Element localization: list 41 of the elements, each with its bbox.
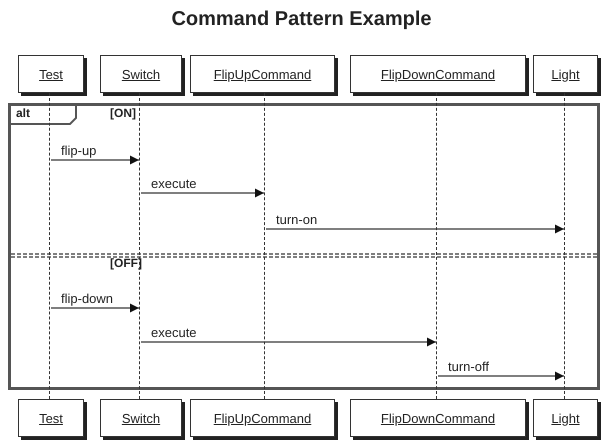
participant-box xyxy=(18,55,84,93)
participant-name: FlipDownCommand xyxy=(380,410,496,426)
participant-box xyxy=(190,399,335,437)
participant-box xyxy=(18,399,84,437)
participant-name: FlipUpCommand xyxy=(214,410,312,426)
guard-label: [ON] xyxy=(110,106,136,120)
participant-name: Test xyxy=(39,66,63,82)
participant-box xyxy=(533,55,598,93)
participant-name: Light xyxy=(551,66,580,82)
guard-label: [OFF] xyxy=(110,256,142,270)
participant-box xyxy=(100,399,182,437)
message-label: flip-down xyxy=(59,292,116,306)
message-label: turn-on xyxy=(274,213,320,227)
message-arrow xyxy=(266,224,564,234)
diagram-title: Command Pattern Example xyxy=(170,8,433,31)
participant-name: FlipUpCommand xyxy=(214,66,312,82)
message-arrow xyxy=(51,304,139,312)
participant-name: Switch xyxy=(122,66,160,82)
message-label: execute xyxy=(149,326,199,340)
participant-name: Test xyxy=(39,410,63,426)
participant-box xyxy=(100,55,182,93)
lifeline xyxy=(49,93,51,399)
message-label: execute xyxy=(149,177,199,191)
participant-box xyxy=(350,399,526,437)
lifeline xyxy=(436,93,438,399)
message-arrow xyxy=(141,338,436,346)
participant-box xyxy=(533,399,598,437)
message-arrow xyxy=(51,156,139,164)
participant-name: Light xyxy=(551,410,580,426)
lifeline xyxy=(139,93,141,399)
participant-name: Switch xyxy=(122,410,160,426)
message-arrow xyxy=(141,188,264,198)
lifeline xyxy=(264,93,266,399)
operator-label: alt xyxy=(16,106,30,120)
participant-name: FlipDownCommand xyxy=(380,66,496,82)
lifeline xyxy=(564,93,566,399)
participant-box xyxy=(190,55,335,93)
message-arrow xyxy=(438,372,564,380)
message-label: flip-up xyxy=(59,144,98,158)
message-label: turn-off xyxy=(446,360,491,374)
participant-box xyxy=(350,55,526,93)
